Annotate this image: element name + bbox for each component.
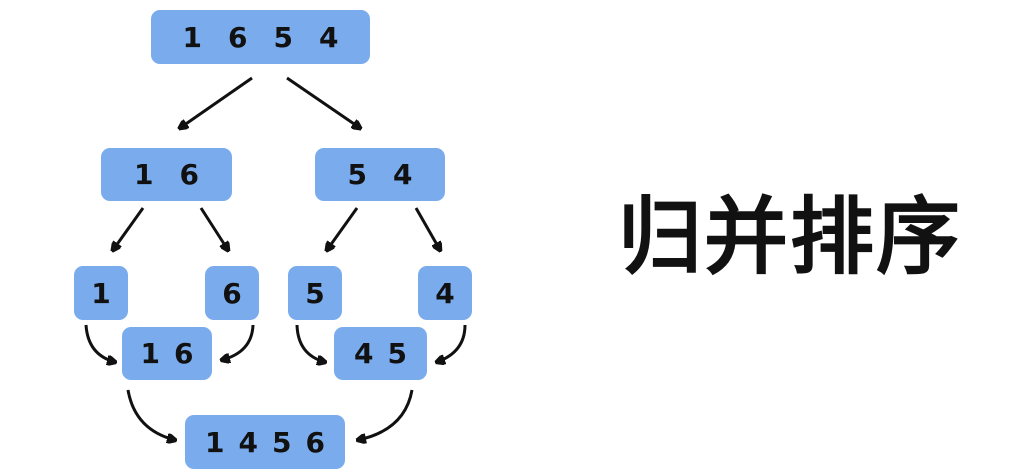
arrow-6-merge xyxy=(222,324,255,360)
value: 4 xyxy=(238,425,258,459)
value: 5 xyxy=(387,337,407,370)
leaf-1: 1 xyxy=(74,266,128,320)
value: 1 xyxy=(91,276,111,310)
array-root: 1 6 5 4 xyxy=(151,10,370,64)
arrow-root-left xyxy=(180,76,253,128)
leaf-2: 6 xyxy=(205,266,259,320)
arrow-16-1 xyxy=(113,207,145,250)
arrow-16-6 xyxy=(199,207,228,250)
array-result: 1 4 5 6 xyxy=(185,415,345,469)
arrow-54-4 xyxy=(414,207,440,250)
value: 5 xyxy=(347,158,367,191)
title: 归并排序 xyxy=(618,188,963,286)
value: 4 xyxy=(354,337,374,370)
array-merged-left: 1 6 xyxy=(122,327,212,380)
value: 4 xyxy=(435,276,455,310)
leaf-3: 5 xyxy=(288,266,342,320)
arrow-left-final xyxy=(126,389,175,440)
value: 6 xyxy=(305,425,325,459)
arrow-root-right xyxy=(286,76,360,128)
array-split-left: 1 6 xyxy=(101,148,232,201)
value: 4 xyxy=(393,158,413,191)
leaf-4: 4 xyxy=(418,266,472,320)
arrow-5-merge xyxy=(295,324,325,362)
arrow-54-5 xyxy=(327,207,359,250)
value: 4 xyxy=(318,20,339,54)
arrow-4-merge xyxy=(437,324,467,362)
value: 5 xyxy=(272,425,292,459)
value: 1 xyxy=(140,337,160,370)
value: 1 xyxy=(182,20,203,54)
value: 6 xyxy=(228,20,248,54)
array-merged-right: 4 5 xyxy=(334,327,427,380)
arrow-right-final xyxy=(358,389,414,440)
value: 6 xyxy=(179,158,199,191)
value: 5 xyxy=(273,20,293,54)
value: 5 xyxy=(305,276,325,310)
value: 1 xyxy=(134,158,154,191)
value: 1 xyxy=(205,425,225,459)
arrow-1-merge xyxy=(84,324,115,362)
value: 6 xyxy=(174,337,194,370)
value: 6 xyxy=(222,276,242,310)
array-split-right: 5 4 xyxy=(315,148,445,201)
